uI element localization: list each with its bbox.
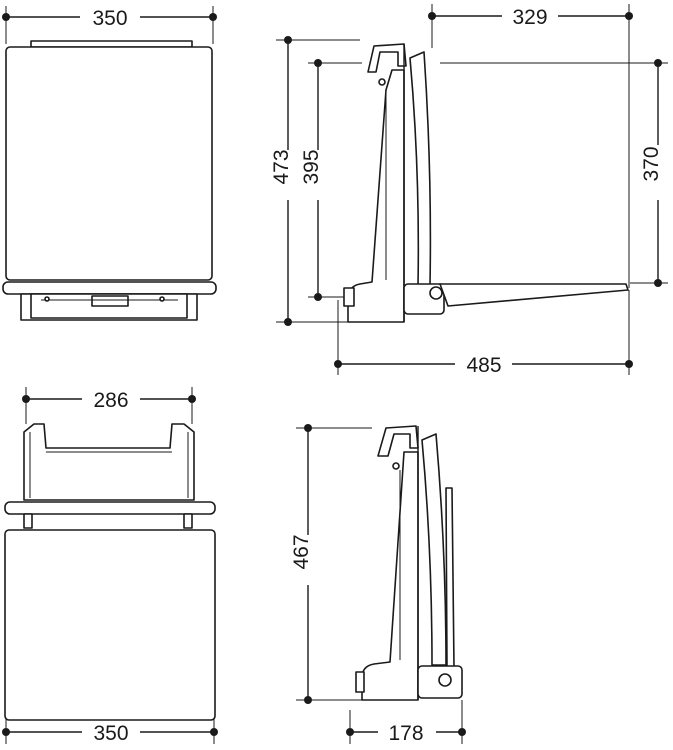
dim-label: 485 xyxy=(466,354,501,377)
side-view-folded: 467 178 xyxy=(290,424,466,745)
side-bracket xyxy=(347,69,405,323)
dim-front-top-width: 350 xyxy=(2,6,217,44)
back-panel xyxy=(4,529,216,721)
backrest-top-edge xyxy=(30,40,193,48)
folded-hook xyxy=(377,425,419,457)
front-view: 350 xyxy=(2,6,217,321)
backrest-panel xyxy=(5,46,213,281)
seat-plate xyxy=(439,283,629,307)
folded-seat xyxy=(445,487,455,669)
folded-bracket xyxy=(361,451,419,701)
dim-folded-467: 467 xyxy=(290,424,378,704)
dim-side-395: 395 xyxy=(300,59,362,301)
side-view-unfolded: 329 473 395 xyxy=(270,4,668,377)
back-seat-bar xyxy=(4,501,216,515)
folded-backrest xyxy=(421,433,447,666)
dim-label: 178 xyxy=(388,722,423,745)
seat-front-bar xyxy=(2,281,217,295)
back-bracket xyxy=(23,423,195,501)
dim-label: 467 xyxy=(290,534,313,569)
dim-side-473: 473 xyxy=(270,36,380,326)
dim-side-485: 485 xyxy=(334,290,633,377)
dim-back-350: 350 xyxy=(2,718,218,745)
backrest-side xyxy=(409,51,432,287)
dim-folded-178: 178 xyxy=(346,700,466,745)
dim-label: 350 xyxy=(93,722,128,745)
back-view: 286 350 xyxy=(2,387,218,745)
dim-back-286: 286 xyxy=(22,387,196,424)
dim-label: 329 xyxy=(512,6,547,29)
dim-side-370: 370 xyxy=(440,59,668,287)
dim-side-329: 329 xyxy=(428,4,633,288)
dim-label: 350 xyxy=(92,7,127,30)
dim-label: 370 xyxy=(640,146,663,181)
dim-label: 473 xyxy=(270,149,293,184)
wall-hook xyxy=(367,43,407,73)
dim-label: 286 xyxy=(93,389,128,412)
dim-label: 395 xyxy=(300,149,323,184)
